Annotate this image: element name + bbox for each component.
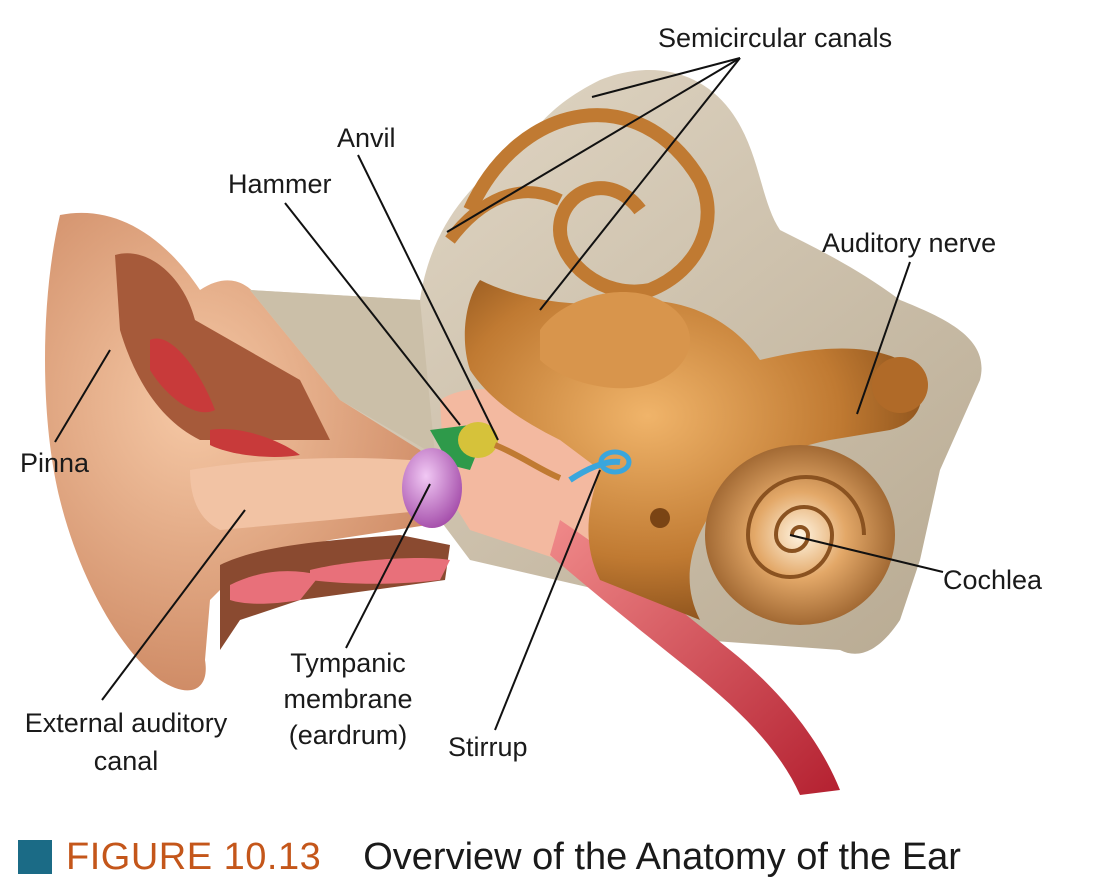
label-hammer: Hammer [228,169,332,199]
label-pinna: Pinna [20,448,90,478]
caption-marker-square [18,840,52,874]
figure-number: FIGURE 10.13 [66,835,322,878]
leader-lines [54,57,944,731]
label-tympanic-line-3: (eardrum) [289,720,408,750]
pinna-shape [45,212,470,691]
label-anvil: Anvil [337,123,396,153]
label-tympanic-line-2: membrane [283,684,412,714]
label-cochlea: Cochlea [943,565,1043,595]
ossicles-shape [430,422,670,528]
label-auditory-nerve: Auditory nerve [822,228,996,258]
figure-caption: FIGURE 10.13 Overview of the Anatomy of … [18,832,961,882]
figure-title: Overview of the Anatomy of the Ear [363,835,961,878]
label-stirrup: Stirrup [448,732,528,762]
inner-ear-labyrinth-shape [445,108,928,620]
label-external-canal-line-1: External auditory [25,708,228,738]
label-semicircular-canals: Semicircular canals [658,23,892,53]
cochlea-shape [705,445,895,625]
label-external-canal-line-2: canal [94,746,159,776]
ear-canal-shape [190,458,430,530]
eardrum-shape [402,448,462,528]
label-tympanic-line-1: Tympanic [290,648,406,678]
